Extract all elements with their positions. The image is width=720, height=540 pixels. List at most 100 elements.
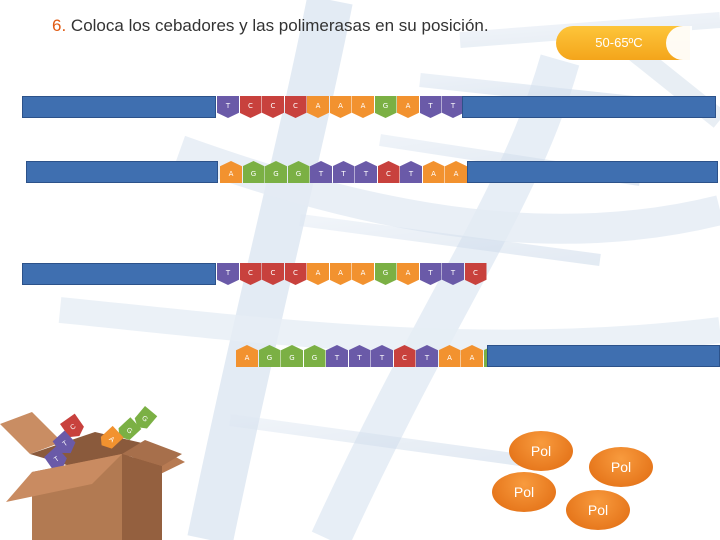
primer-base: T bbox=[62, 439, 70, 448]
nucleotide-letter: A bbox=[405, 269, 411, 277]
nucleotide-letter: A bbox=[469, 353, 475, 362]
nucleotide-a: A bbox=[438, 345, 461, 367]
nucleotide-a: A bbox=[397, 96, 419, 118]
polymerase-label: Pol bbox=[513, 484, 535, 500]
nucleotide-a: A bbox=[307, 263, 329, 285]
nucleotide-c: C bbox=[377, 161, 400, 183]
nucleotide-letter: C bbox=[248, 102, 253, 110]
nucleotide-letter: G bbox=[289, 353, 295, 362]
nucleotide-letter: C bbox=[473, 269, 478, 277]
sequence-row-4: AGGGTTTCTAAG bbox=[236, 345, 506, 367]
nucleotide-a: A bbox=[422, 161, 445, 183]
nucleotide-g: G bbox=[242, 161, 265, 183]
nucleotide-a: A bbox=[220, 161, 242, 183]
nucleotide-letter: G bbox=[311, 353, 318, 362]
nucleotide-letter: G bbox=[250, 169, 257, 178]
nucleotide-letter: C bbox=[270, 102, 276, 110]
nucleotide-letter: A bbox=[228, 169, 234, 178]
nucleotide-a: A bbox=[236, 345, 258, 367]
nucleotide-letter: C bbox=[248, 269, 253, 277]
primer-pieces: C T T G G A bbox=[44, 406, 158, 469]
temperature-badge: 50-65ºC bbox=[556, 26, 692, 60]
nucleotide-letter: T bbox=[225, 102, 231, 110]
polymerase-token[interactable]: Pol bbox=[589, 447, 653, 487]
nucleotide-letter: G bbox=[382, 269, 389, 277]
nucleotide-c: C bbox=[239, 263, 262, 285]
nucleotide-letter: T bbox=[379, 353, 385, 362]
nucleotide-a: A bbox=[352, 263, 374, 285]
polymerase-label: Pol bbox=[610, 459, 632, 475]
nucleotide-letter: G bbox=[273, 169, 279, 178]
nucleotide-letter: A bbox=[315, 269, 321, 277]
nucleotide-c: C bbox=[284, 96, 307, 118]
nucleotide-letter: T bbox=[357, 353, 362, 362]
nucleotide-g: G bbox=[281, 345, 303, 367]
nucleotide-letter: A bbox=[447, 353, 452, 362]
nucleotide-t: T bbox=[442, 263, 464, 285]
primer-base: T bbox=[53, 455, 61, 464]
nucleotide-letter: C bbox=[386, 169, 391, 178]
nucleotide-c: C bbox=[393, 345, 416, 367]
nucleotide-g: G bbox=[287, 161, 310, 183]
polymerase-token[interactable]: Pol bbox=[566, 490, 630, 530]
primer-base: C bbox=[69, 423, 77, 432]
nucleotide-letter: A bbox=[315, 102, 321, 110]
nucleotide-g: G bbox=[265, 161, 287, 183]
nucleotide-letter: A bbox=[338, 269, 343, 277]
nucleotide-letter: C bbox=[293, 269, 298, 277]
nucleotide-letter: T bbox=[424, 353, 430, 362]
polymerase-token[interactable]: Pol bbox=[509, 431, 573, 471]
nucleotide-c: C bbox=[239, 96, 262, 118]
nucleotide-c: C bbox=[464, 263, 487, 285]
nucleotide-c: C bbox=[262, 96, 284, 118]
nucleotide-letter: T bbox=[408, 169, 414, 178]
primer-box-icon[interactable]: C T T G G A bbox=[0, 384, 200, 540]
nucleotide-a: A bbox=[445, 161, 467, 183]
polymerase-label: Pol bbox=[530, 443, 552, 459]
nucleotide-letter: A bbox=[360, 269, 366, 277]
nucleotide-a: A bbox=[329, 263, 352, 285]
nucleotide-letter: G bbox=[295, 169, 302, 178]
nucleotide-t: T bbox=[400, 161, 422, 183]
nucleotide-a: A bbox=[461, 345, 483, 367]
nucleotide-g: G bbox=[303, 345, 326, 367]
nucleotide-t: T bbox=[217, 96, 239, 118]
nucleotide-t: T bbox=[326, 345, 348, 367]
dna-strand-2-left bbox=[26, 161, 218, 183]
nucleotide-letter: T bbox=[225, 269, 231, 277]
primer-base: G bbox=[140, 415, 149, 424]
nucleotide-c: C bbox=[284, 263, 307, 285]
nucleotide-letter: G bbox=[382, 102, 389, 110]
nucleotide-letter: A bbox=[405, 102, 411, 110]
nucleotide-t: T bbox=[419, 96, 442, 118]
dna-strand-4-right bbox=[487, 345, 720, 367]
nucleotide-letter: T bbox=[428, 269, 433, 277]
dna-strand-3-left bbox=[22, 263, 216, 285]
nucleotide-t: T bbox=[416, 345, 438, 367]
nucleotide-letter: T bbox=[428, 102, 433, 110]
polymerase-label: Pol bbox=[587, 502, 609, 518]
nucleotide-letter: A bbox=[431, 169, 436, 178]
nucleotide-g: G bbox=[374, 263, 397, 285]
nucleotide-letter: T bbox=[341, 169, 346, 178]
dna-strand-1-right bbox=[462, 96, 716, 118]
nucleotide-t: T bbox=[371, 345, 393, 367]
dna-strand-2-right bbox=[467, 161, 718, 183]
nucleotide-t: T bbox=[419, 263, 442, 285]
nucleotide-letter: C bbox=[270, 269, 276, 277]
nucleotide-letter: A bbox=[244, 353, 250, 362]
sequence-row-2: AGGGTTTCTAAG bbox=[220, 161, 490, 183]
nucleotide-t: T bbox=[332, 161, 355, 183]
nucleotide-letter: C bbox=[293, 102, 298, 110]
nucleotide-letter: T bbox=[318, 169, 324, 178]
nucleotide-letter: G bbox=[266, 353, 273, 362]
nucleotide-letter: A bbox=[360, 102, 366, 110]
title-text: Coloca los cebadores y las polimerasas e… bbox=[70, 16, 489, 35]
nucleotide-g: G bbox=[374, 96, 397, 118]
polymerase-token[interactable]: Pol bbox=[492, 472, 556, 512]
nucleotide-a: A bbox=[329, 96, 352, 118]
nucleotide-t: T bbox=[217, 263, 239, 285]
